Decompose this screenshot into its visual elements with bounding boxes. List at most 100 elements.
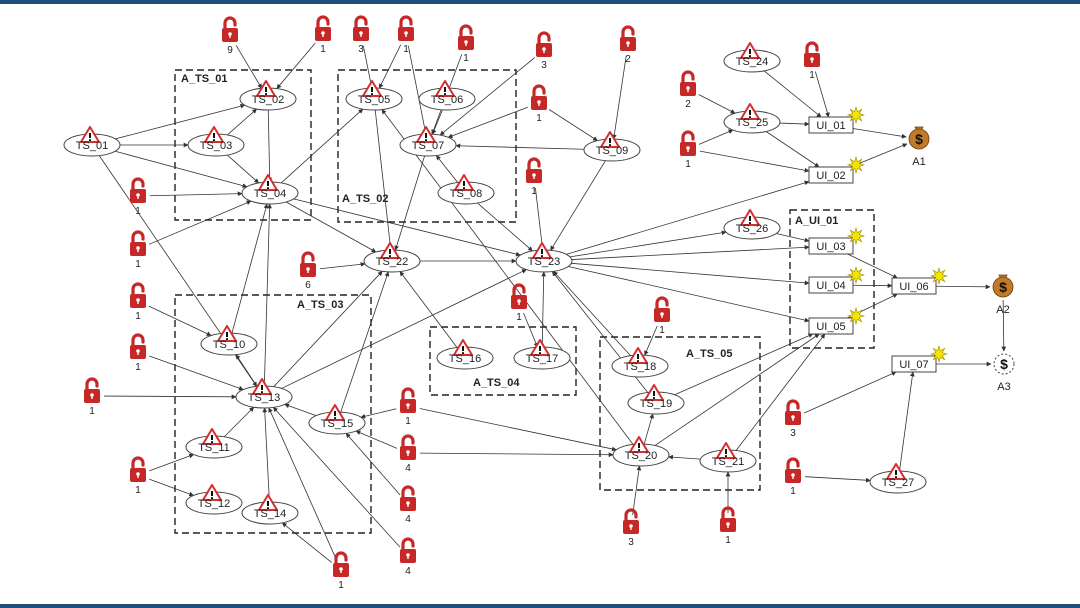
node-ts-03[interactable]: TS_03 [187,126,245,157]
edge-l29-to-ui-07 [803,371,897,414]
node-label: TS_18 [624,361,656,373]
edge-ts-20-to-ts-19 [643,413,654,445]
edge-ts-15-to-ts-22 [340,271,390,413]
top-accent-bar [0,0,1080,4]
padlock-unlocked-icon: 1 [333,551,349,591]
edge-l14-to-ts-13 [149,355,244,391]
node-ts-20[interactable]: TS_20 [612,436,670,467]
lock-count-label: 9 [227,45,233,56]
node-ui-05[interactable]: UI_05 [808,306,866,335]
node-ts-21[interactable]: TS_21 [699,442,757,473]
node-ui-06[interactable]: UI_06 [891,266,949,295]
lock-count-label: 2 [625,54,631,65]
node-ts-26[interactable]: TS_26 [723,209,781,240]
exploit-burst-icon [929,344,949,364]
node-ts-04[interactable]: TS_04 [241,174,299,205]
node-label: TS_14 [254,508,286,520]
node-ts-25[interactable]: TS_25 [723,103,781,134]
padlock-unlocked-icon: 6 [300,251,316,291]
edge-ts-20-to-ui-05 [654,333,820,446]
node-ui-01[interactable]: UI_01 [808,105,866,134]
warning-triangle-icon [202,428,222,445]
lock-count-label: 1 [405,416,411,427]
node-ts-10[interactable]: TS_10 [200,325,258,356]
node-label: TS_27 [882,477,914,489]
node-ts-14[interactable]: TS_14 [241,494,299,525]
node-label: TS_20 [625,450,657,462]
padlock-unlocked-icon: 1 [130,177,146,217]
edge-ts-15-to-ts-13 [284,403,317,416]
padlock-unlocked-icon: 1 [654,296,670,336]
edge-ts-25-to-ui-01 [779,121,810,127]
goal-a3-money-bag-icon[interactable]: $A3 [993,353,1015,393]
node-label: TS_13 [248,392,280,404]
warning-triangle-icon [716,442,736,459]
node-label: UI_07 [899,359,928,371]
node-ts-07[interactable]: TS_07 [399,126,457,157]
node-ts-12[interactable]: TS_12 [185,484,243,515]
group-box-a-ts-04 [429,326,577,396]
edge-ts-26-to-ui-03 [776,233,810,243]
node-ts-22[interactable]: TS_22 [363,242,421,273]
node-ts-01[interactable]: TS_01 [63,126,121,157]
padlock-unlocked-icon: 3 [353,15,369,55]
node-ts-27[interactable]: TS_27 [869,463,927,494]
node-label: TS_19 [640,398,672,410]
edge-ts-04-to-ts-23 [293,198,521,257]
node-ts-09[interactable]: TS_09 [583,131,641,162]
node-ts-08[interactable]: TS_08 [437,174,495,205]
bottom-accent-bar [0,604,1080,608]
goal-a2-money-bag-icon[interactable]: $A2 [992,274,1014,316]
edge-l12-to-ts-04 [148,200,252,245]
node-ts-02[interactable]: TS_02 [239,80,297,111]
node-ui-07[interactable]: UI_07 [891,344,949,373]
node-ui-03[interactable]: UI_03 [808,226,866,255]
node-ui-04[interactable]: UI_04 [808,265,866,294]
edge-l24-to-ts-20 [632,465,642,516]
edge-l21-to-ts-13 [268,407,337,560]
node-ts-11[interactable]: TS_11 [185,428,243,459]
edge-l9-to-ts-23 [535,187,545,251]
node-ts-16[interactable]: TS_16 [436,339,494,370]
warning-triangle-icon [80,126,100,143]
lock-count-label: 3 [790,428,796,439]
warning-triangle-icon [740,209,760,226]
node-ts-06[interactable]: TS_06 [418,80,476,111]
edge-ts-13-to-ts-22 [273,270,383,387]
padlock-unlocked-icon: 1 [804,41,820,81]
node-ts-17[interactable]: TS_17 [513,339,571,370]
group-label-a-ts-05: A_TS_05 [686,348,732,360]
lock-count-label: 1 [135,362,141,373]
lock-count-label: 1 [135,206,141,217]
edge-ts-08-to-ts-23 [477,202,533,252]
lock-count-label: 1 [135,485,141,496]
node-ts-19[interactable]: TS_19 [627,384,685,415]
node-ts-05[interactable]: TS_05 [345,80,403,111]
node-ts-13[interactable]: TS_13 [235,378,293,409]
warning-triangle-icon [380,242,400,259]
node-label: TS_16 [449,353,481,365]
edge-a2-to-a3 [1001,299,1007,352]
node-ts-24[interactable]: TS_24 [723,42,781,73]
warning-triangle-icon [453,339,473,356]
node-label: TS_17 [526,353,558,365]
lock-count-label: 1 [135,259,141,270]
node-label: TS_02 [252,94,284,106]
edge-ts-01-to-ts-02 [115,103,246,140]
exploit-burst-icon [846,155,866,175]
goal-a1-money-bag-icon[interactable]: $A1 [908,126,930,168]
group-box-a-ts-05 [599,336,761,491]
edge-ts-21-to-ui-05 [735,333,826,451]
node-ui-02[interactable]: UI_02 [808,155,866,184]
padlock-unlocked-icon: 1 [130,230,146,270]
node-ts-15[interactable]: TS_15 [308,404,366,435]
warning-triangle-icon [740,103,760,120]
lock-count-label: 1 [338,580,344,591]
padlock-unlocked-icon: 1 [400,387,416,427]
padlock-unlocked-icon: 1 [680,130,696,170]
node-ts-18[interactable]: TS_18 [611,347,669,378]
edge-ts-05-to-ts-22 [374,109,393,251]
node-ts-23[interactable]: TS_23 [515,242,573,273]
warning-triangle-icon [628,347,648,364]
